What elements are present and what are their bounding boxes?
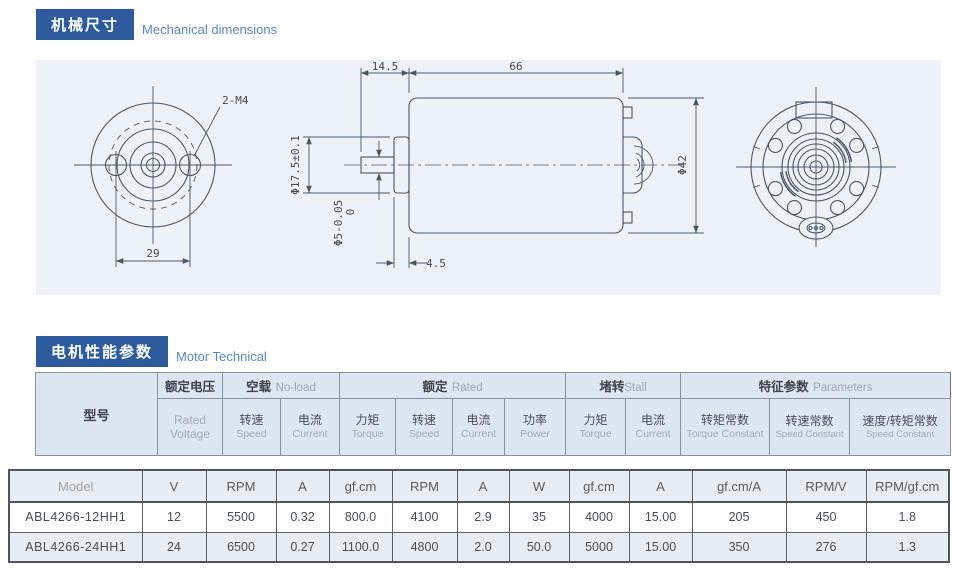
value-cell: 1.3 xyxy=(865,531,950,563)
value-cell: 1100.0 xyxy=(328,531,393,563)
unit-cell: A xyxy=(628,469,693,503)
value-cell: 6500 xyxy=(205,531,277,563)
model-cell: ABL4266-12HH1 xyxy=(8,501,143,533)
technical-section-header: 电机性能参数 Motor Technical xyxy=(36,336,267,367)
value-cell: 50.0 xyxy=(508,531,570,563)
dim-shaft-tolerance-upper: 0 xyxy=(344,209,357,216)
dim-hole-spacing: 29 xyxy=(146,247,159,260)
unit-cell: gf.cm/A xyxy=(691,469,787,503)
value-cell: 2.9 xyxy=(456,501,510,533)
mechanical-subtitle: Mechanical dimensions xyxy=(142,22,278,37)
value-cell: 5500 xyxy=(205,501,277,533)
header-group-rated: 额定 Rated xyxy=(338,372,567,399)
value-cell: 1.8 xyxy=(865,501,950,533)
dim-boss-length: 4.5 xyxy=(426,257,446,270)
mechanical-drawing: 2-M4 29 xyxy=(74,60,896,270)
header-cell-rated-voltage: 额定电压 xyxy=(157,372,223,399)
value-cell: 15.00 xyxy=(628,501,693,533)
value-cell: 0.27 xyxy=(275,531,330,563)
header-group-no-load: 空载 No-load xyxy=(222,372,340,399)
value-cell: 15.00 xyxy=(628,531,693,563)
unit-cell: RPM xyxy=(391,469,458,503)
header-group-stall: 堵转Stall xyxy=(565,372,682,399)
value-cell: 5000 xyxy=(568,531,630,563)
dim-shaft-diameter: Φ5-0.05 xyxy=(332,200,345,246)
model-row-abl4266-12hh1: ABL4266-12HH1 12 5500 0.32 800.0 4100 2.… xyxy=(8,501,950,533)
mechanical-title-badge: 机械尺寸 xyxy=(36,9,135,40)
header-group-parameters: 特征参数 Parameters xyxy=(680,372,952,399)
value-cell: 450 xyxy=(785,501,867,533)
unit-cell: gf.cm xyxy=(328,469,393,503)
dim-bolt-holes: 2-M4 xyxy=(222,94,249,107)
value-cell: 800.0 xyxy=(328,501,393,533)
header-subcell: Rated Voltage xyxy=(157,398,223,456)
value-cell: 4000 xyxy=(568,501,630,533)
value-cell: 205 xyxy=(691,501,787,533)
unit-cell: A xyxy=(456,469,510,503)
unit-cell: Model xyxy=(8,469,143,503)
side-view-drawing xyxy=(303,68,704,268)
unit-cell: V xyxy=(141,469,207,503)
unit-cell: RPM xyxy=(205,469,277,503)
value-cell: 35 xyxy=(508,501,570,533)
units-row: Model V RPM A gf.cm RPM A W gf.cm A gf.c… xyxy=(8,469,950,503)
dim-boss-diameter: Φ17.5±0.1 xyxy=(289,135,302,195)
value-cell: 2.0 xyxy=(456,531,510,563)
unit-cell: RPM/gf.cm xyxy=(865,469,950,503)
dim-body-length: 66 xyxy=(509,60,522,73)
dim-body-diameter: Φ42 xyxy=(676,155,689,175)
model-row-abl4266-24hh1: ABL4266-24HH1 24 6500 0.27 1100.0 4800 2… xyxy=(8,531,950,563)
unit-cell: A xyxy=(275,469,330,503)
technical-subtitle: Motor Technical xyxy=(176,349,267,364)
value-cell: 12 xyxy=(141,501,207,533)
value-cell: 24 xyxy=(141,531,207,563)
spec-data-table: Model V RPM A gf.cm RPM A W gf.cm A gf.c… xyxy=(8,469,950,563)
value-cell: 4100 xyxy=(391,501,458,533)
unit-cell: gf.cm xyxy=(568,469,630,503)
model-cell: ABL4266-24HH1 xyxy=(8,531,143,563)
header-cell-model: 型号 xyxy=(35,372,158,456)
value-cell: 4800 xyxy=(391,531,458,563)
unit-cell: W xyxy=(508,469,570,503)
unit-cell: RPM/V xyxy=(785,469,867,503)
value-cell: 0.32 xyxy=(275,501,330,533)
rear-view-drawing xyxy=(736,87,896,247)
dim-shaft-extension: 14.5 xyxy=(372,60,399,73)
value-cell: 276 xyxy=(785,531,867,563)
mechanical-drawing-panel: 2-M4 29 xyxy=(36,60,941,295)
value-cell: 350 xyxy=(691,531,787,563)
front-view-drawing xyxy=(74,86,232,267)
spec-header-table: 型号 额定电压 空载 No-load 额定 Rated 堵转Stall 特征参数… xyxy=(35,372,952,456)
technical-title-badge: 电机性能参数 xyxy=(36,336,169,367)
mechanical-section-header: 机械尺寸 Mechanical dimensions xyxy=(36,9,956,40)
